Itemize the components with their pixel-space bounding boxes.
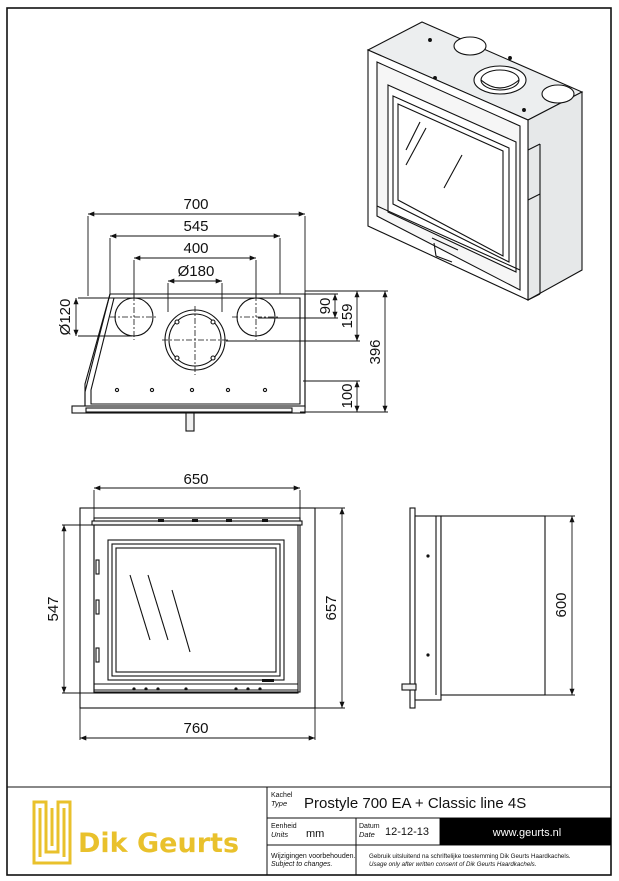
note-usage-en: Usage only after written consent of Dik … — [369, 861, 536, 868]
side-view-details — [426, 554, 430, 657]
dim-657: 657 — [323, 595, 340, 620]
dim-90: 90 — [317, 298, 334, 315]
isometric-view — [366, 21, 584, 301]
type-label-en: Type — [271, 799, 287, 808]
dim-dia-120: Ø120 — [57, 299, 74, 336]
dim-760: 760 — [183, 720, 208, 737]
dim-547: 547 — [45, 596, 62, 621]
note-changes-en: Subject to changes. — [271, 861, 333, 868]
dim-159: 159 — [339, 303, 356, 328]
date-label-nl: Datum — [359, 823, 380, 830]
top-view-centerlines — [110, 295, 280, 375]
dim-100: 100 — [339, 383, 356, 408]
note-usage-nl: Gebruik uitsluitend na schriftelijke toe… — [369, 853, 571, 860]
dim-650: 650 — [183, 471, 208, 488]
type-value: Prostyle 700 EA + Classic line 4S — [304, 795, 526, 812]
logo-text: Dik Geurts — [78, 828, 239, 859]
type-label-nl: Kachel — [271, 792, 293, 799]
units-label-en: Units — [271, 830, 288, 839]
front-view-details — [132, 519, 274, 691]
side-view-outline — [401, 507, 546, 709]
website-link[interactable]: www.geurts.nl — [492, 827, 561, 839]
dim-600: 600 — [553, 592, 570, 617]
dim-dia-180: Ø180 — [178, 263, 215, 280]
front-view-outline — [79, 507, 316, 709]
website-bar — [440, 818, 611, 845]
dik-geurts-logo — [32, 800, 72, 865]
sheet-border — [6, 7, 612, 876]
units-value: mm — [306, 828, 324, 840]
dim-700: 700 — [183, 196, 208, 213]
note-changes-nl: Wijzigingen voorbehouden. — [271, 853, 355, 860]
dim-545: 545 — [183, 218, 208, 235]
front-view-dimension-lines — [61, 485, 345, 741]
dim-400: 400 — [183, 240, 208, 257]
units-label-nl: Eenheid — [271, 823, 297, 830]
top-view-dimension-lines — [73, 211, 388, 413]
side-view-dimension-lines — [545, 515, 575, 696]
date-label-en: Date — [359, 830, 375, 839]
dim-396: 396 — [367, 339, 384, 364]
date-value: 12-12-13 — [385, 826, 429, 838]
